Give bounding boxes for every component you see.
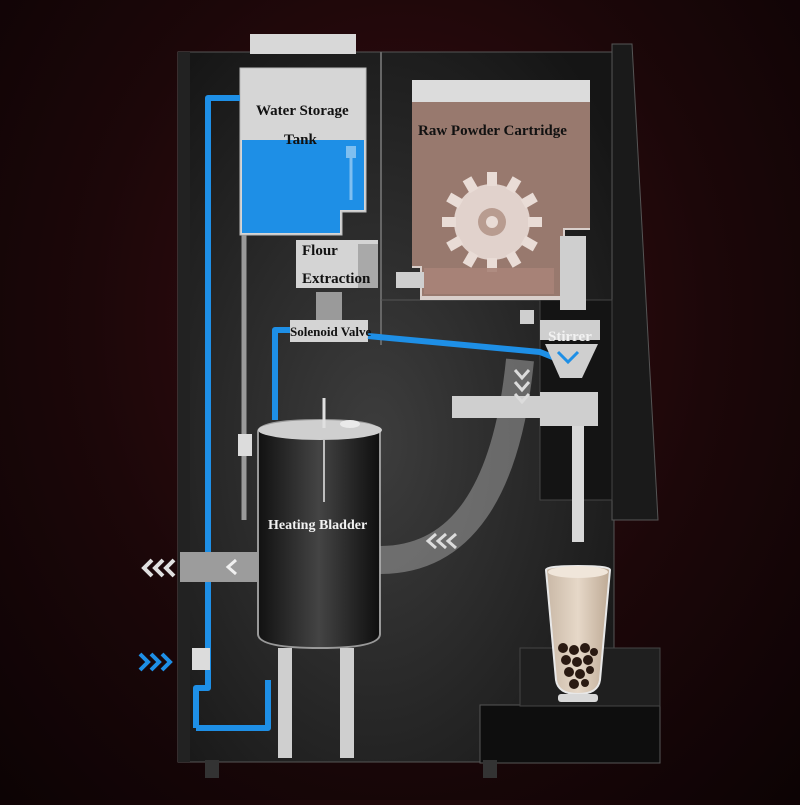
flour-extraction-label: Flour — [302, 243, 338, 259]
mixing-chamber — [540, 392, 598, 426]
tank-water — [242, 140, 364, 233]
drain-chevron-icon — [225, 558, 237, 576]
heating-bladder-top — [258, 420, 382, 440]
stirrer-chevron-icon — [556, 350, 580, 365]
bubble-tea-cup-icon — [544, 564, 612, 702]
foot-right — [483, 760, 497, 778]
pipe-fitting-upper — [238, 434, 252, 456]
tank-lid — [250, 34, 356, 54]
cartridge-top — [412, 80, 590, 102]
gear-icon — [442, 172, 542, 272]
machine-frame-left — [178, 52, 190, 762]
bladder-leg-right — [340, 648, 354, 758]
cartridge-side-block — [560, 236, 586, 310]
drip-tray — [479, 704, 661, 764]
bladder-cap — [340, 420, 360, 428]
powder-chute — [520, 310, 534, 324]
inlet-arrow-icon — [138, 652, 173, 672]
heating-bladder-label: Heating Bladder — [268, 518, 368, 533]
heating-bladder — [257, 418, 381, 650]
bladder-leg-left — [278, 648, 292, 758]
water-storage-tank-label-line2: Tank — [284, 132, 317, 148]
screw-outlet — [396, 272, 424, 288]
machine-side-panel — [611, 43, 659, 521]
solenoid-valve — [290, 320, 368, 342]
triple-chevron-left-icon — [425, 532, 457, 550]
triple-chevron-down-icon — [513, 369, 531, 405]
outlet-arrow-icon — [141, 558, 176, 578]
stirrer-housing — [540, 320, 600, 340]
tank-float — [346, 146, 356, 158]
foot-left — [205, 760, 219, 778]
raw-powder-cartridge-label: Raw Powder Cartridge — [418, 123, 567, 139]
main-riser-pipe — [193, 95, 240, 728]
pipe-fitting-lower — [192, 648, 210, 670]
dispense-nozzle — [572, 426, 584, 542]
water-storage-tank-label: Water Storage — [256, 103, 349, 119]
valve-feed-pipe — [272, 327, 290, 420]
mixing-bracket — [452, 396, 540, 418]
solenoid-valve-label: Solenoid Valve — [290, 324, 372, 339]
flour-extraction-motor — [358, 244, 378, 288]
drain-block — [180, 552, 258, 582]
inlet-pipe — [196, 680, 271, 731]
stirrer-label: Stirrer — [548, 329, 592, 345]
flour-extraction-label-line2: Extraction — [302, 271, 371, 287]
extraction-screw — [424, 268, 554, 294]
solenoid-valve-coil — [316, 292, 342, 320]
